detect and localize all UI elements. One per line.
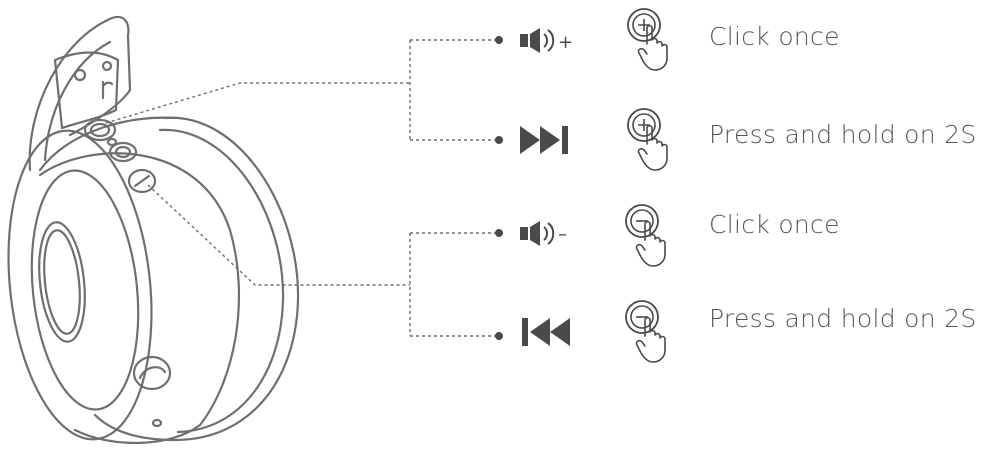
cup-side	[38, 116, 177, 172]
volume-down-symbol: –	[558, 224, 567, 245]
headband-slider	[53, 51, 120, 130]
small-led	[106, 137, 118, 147]
ear-pad-shell	[38, 152, 240, 444]
plus-button-press-icon	[627, 8, 668, 71]
volume-up-symbol: +	[558, 32, 573, 53]
minus-button-press-icon	[625, 300, 666, 363]
minus-leader	[147, 184, 410, 286]
charging-port	[132, 355, 172, 391]
minus-button-slot	[133, 174, 151, 188]
slider-hole-small	[101, 60, 113, 72]
minus-button-shape	[127, 168, 157, 194]
plus-bracket	[409, 39, 497, 141]
cup-outer	[93, 116, 300, 442]
volume-down-icon: –	[520, 221, 567, 246]
plus-leader	[105, 82, 410, 124]
middle-button-shape	[108, 141, 138, 163]
next-track-icon	[520, 126, 568, 154]
leader-dots	[495, 36, 503, 340]
leader-lines	[105, 39, 497, 337]
minus-button-press-icon	[625, 204, 666, 267]
leader-dot	[495, 36, 503, 44]
slider-hole	[73, 68, 87, 82]
volume-up-icon: +	[520, 28, 573, 53]
headphone-illustration	[7, 15, 300, 444]
leader-dot	[495, 332, 503, 340]
middle-button-inner	[114, 145, 132, 159]
previous-track-icon	[522, 318, 570, 346]
action-label-next-track: Press and hold on 2S	[709, 120, 977, 149]
r-mark	[101, 80, 114, 100]
headband-inner	[43, 40, 112, 162]
minus-bracket	[409, 232, 497, 337]
mic-hole	[151, 418, 163, 428]
cup-rim	[158, 128, 285, 434]
charging-port-inner	[138, 366, 167, 380]
speaker-grille-inner	[43, 229, 81, 335]
action-label-previous-track: Press and hold on 2S	[709, 304, 977, 333]
speaker-grille	[38, 221, 86, 343]
action-label-volume-down: Click once	[709, 210, 840, 239]
leader-dot	[495, 136, 503, 144]
headband	[28, 15, 132, 172]
leader-dot	[495, 229, 503, 237]
plus-button-press-icon	[627, 108, 668, 171]
ear-pad-inner	[30, 169, 140, 411]
plus-button-shape	[83, 118, 117, 142]
plus-button-inner	[89, 122, 111, 138]
action-label-volume-up: Click once	[709, 22, 840, 51]
